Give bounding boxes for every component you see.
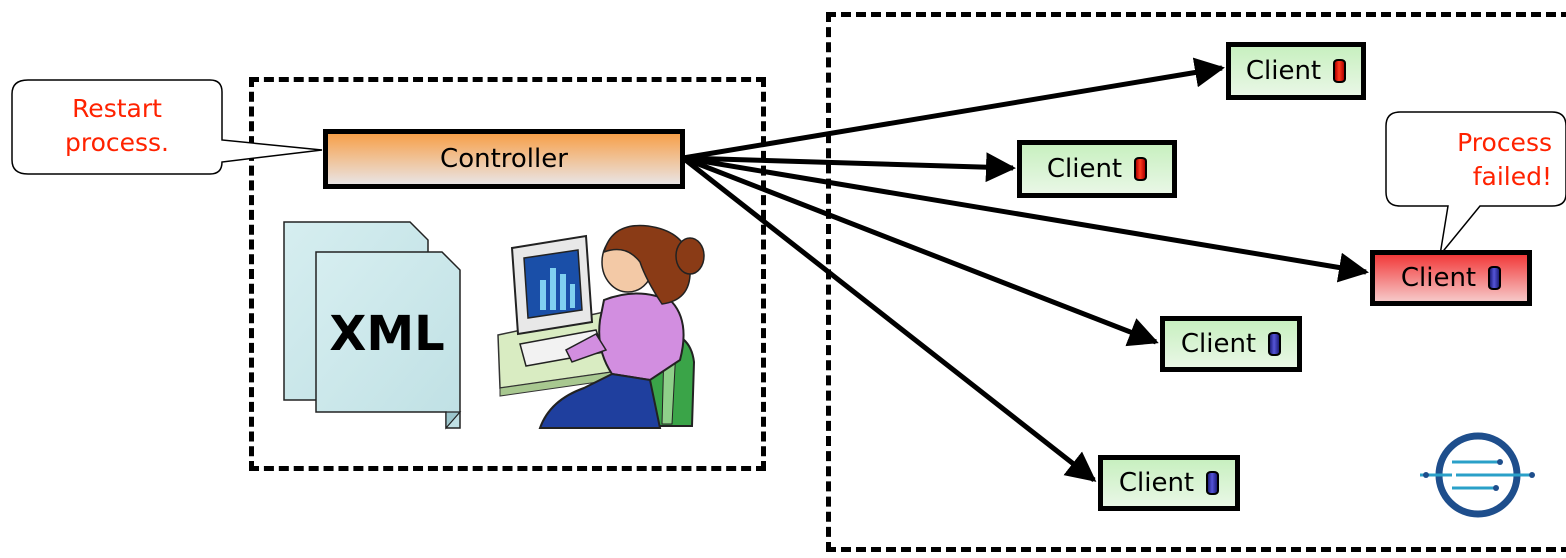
arrow-to-client-3 — [682, 155, 1369, 283]
document-stack-icon — [283, 221, 462, 430]
clients-group-box — [826, 12, 1566, 552]
xml-label: XML — [329, 306, 445, 362]
client-label: Client — [1046, 154, 1123, 184]
database-cylinder-icon — [1488, 266, 1502, 290]
person-at-computer-icon — [497, 224, 705, 429]
failed-callout-text: Process failed! — [1457, 128, 1552, 191]
connection-arrows — [681, 57, 1369, 482]
controller-box: Controller — [323, 129, 685, 189]
restart-callout-bubble — [11, 79, 323, 175]
failed-callout-bubble — [1385, 111, 1566, 258]
client-label: Client — [1180, 329, 1257, 359]
controller-label: Controller — [440, 144, 568, 174]
arrow-to-client-5 — [681, 156, 1097, 482]
database-cylinder-icon — [1333, 59, 1347, 83]
database-cylinder-icon — [1206, 471, 1220, 495]
client-node-3-failed: Client — [1370, 250, 1532, 306]
database-cylinder-icon — [1268, 332, 1282, 356]
database-cylinder-icon — [1134, 157, 1148, 181]
arrow-to-client-1 — [682, 57, 1225, 161]
controller-group-box — [249, 77, 766, 471]
client-node-5: Client — [1098, 455, 1240, 511]
arrow-to-client-4 — [682, 155, 1159, 347]
client-label: Client — [1245, 56, 1322, 86]
arrow-to-client-2 — [682, 152, 1016, 183]
restart-callout-text: Restart process. — [64, 94, 170, 157]
client-label: Client — [1118, 468, 1195, 498]
logo-icon — [1420, 432, 1535, 518]
client-node-4: Client — [1160, 316, 1302, 372]
client-node-2: Client — [1017, 140, 1177, 198]
client-node-1: Client — [1226, 42, 1366, 100]
client-label: Client — [1400, 263, 1477, 293]
